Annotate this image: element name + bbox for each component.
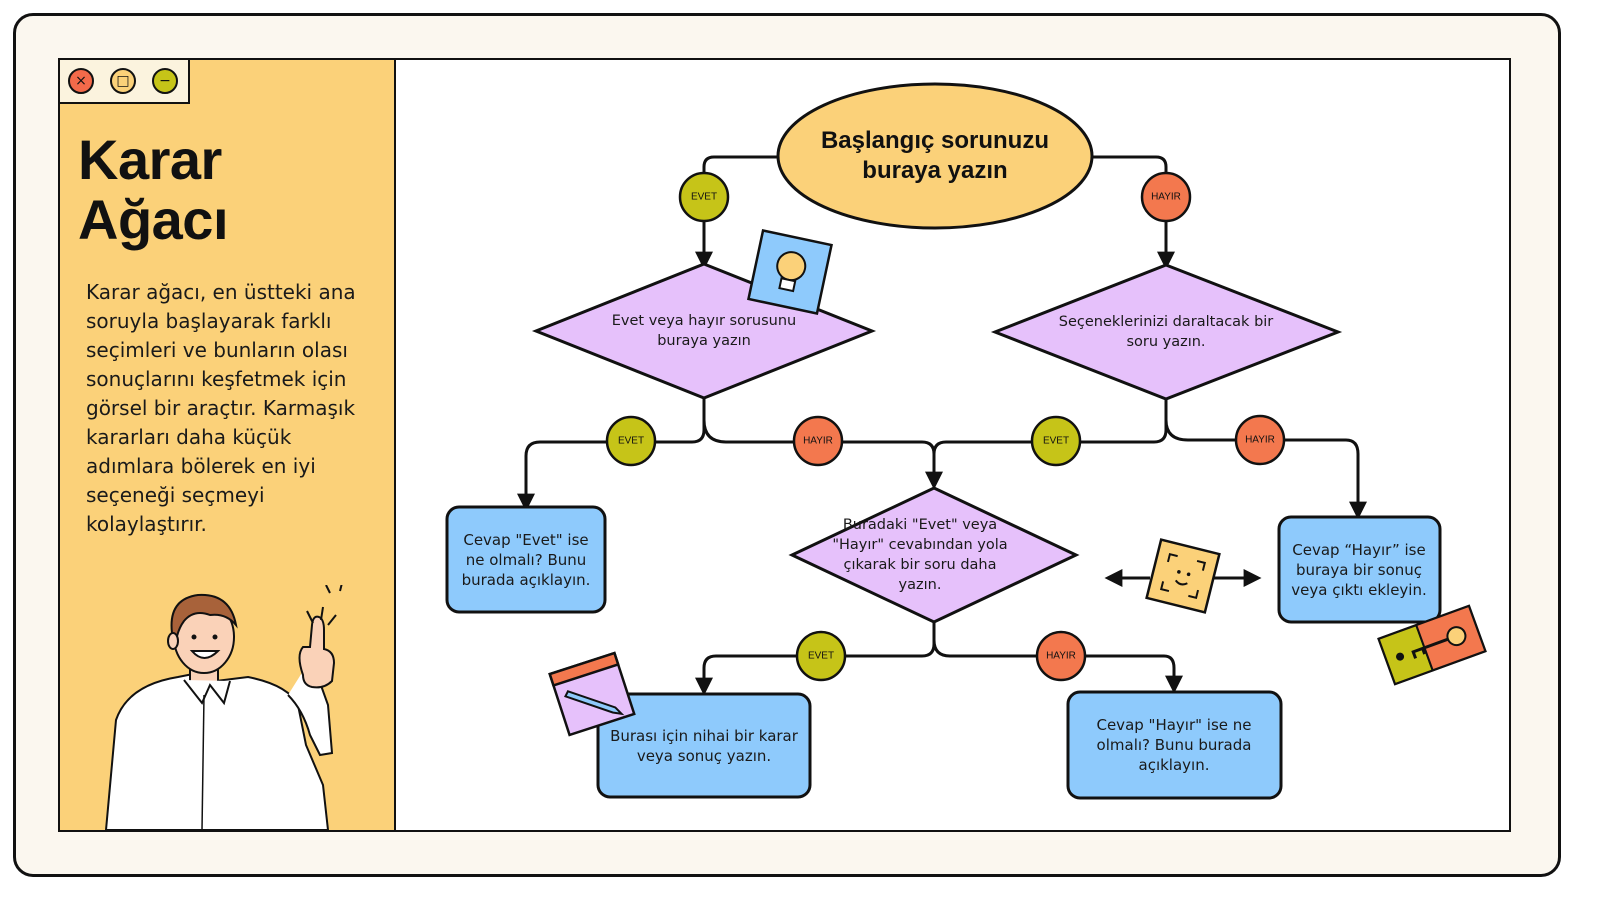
face-scan-icon bbox=[1145, 538, 1221, 614]
connector-start-right bbox=[1092, 155, 1175, 270]
sidebar: × □ − Karar Ağacı Karar ağacı, en üsttek… bbox=[60, 60, 396, 830]
result-bottom-left[interactable] bbox=[596, 692, 812, 799]
window-controls: × □ − bbox=[60, 60, 190, 104]
key-icon bbox=[1377, 604, 1487, 686]
maximize-icon[interactable]: □ bbox=[110, 68, 136, 94]
question-center[interactable] bbox=[788, 486, 1080, 624]
question-center-label: Buradaki "Evet" veya "Hayır" cevabından … bbox=[832, 517, 1008, 593]
badge-no bbox=[1035, 630, 1087, 682]
result-right-label: Cevap “Hayır” ise buraya bir sonuç veya … bbox=[1291, 541, 1427, 599]
result-left[interactable] bbox=[445, 505, 607, 614]
start-node[interactable] bbox=[776, 82, 1094, 230]
connector-start-left bbox=[695, 155, 780, 270]
question-right[interactable] bbox=[990, 263, 1343, 401]
result-bottom-right-label: Cevap "Hayır" ise ne olmalı? Bunu burada… bbox=[1096, 716, 1252, 774]
badge-no bbox=[792, 415, 844, 467]
badge-yes bbox=[795, 630, 847, 682]
title-line-1: Karar bbox=[78, 128, 222, 191]
yes-label: EVET bbox=[1042, 435, 1070, 447]
title-line-2: Ağacı bbox=[78, 188, 229, 251]
badge-yes bbox=[678, 171, 730, 223]
badge-no bbox=[1234, 414, 1286, 466]
connectors bbox=[517, 155, 1367, 696]
badge-yes bbox=[1030, 415, 1082, 467]
page-title: Karar Ağacı bbox=[78, 130, 378, 250]
result-right[interactable] bbox=[1277, 515, 1442, 624]
result-bottom-left-label: Burası için nihai bir karar veya sonuç y… bbox=[610, 727, 798, 765]
result-bottom-right[interactable] bbox=[1066, 690, 1283, 800]
no-label: HAYIR bbox=[1245, 434, 1275, 446]
person-illustration bbox=[104, 585, 343, 830]
no-label: HAYIR bbox=[803, 435, 833, 447]
yes-label: EVET bbox=[690, 191, 718, 203]
pencil-icon bbox=[548, 651, 636, 737]
minimize-icon[interactable]: − bbox=[152, 68, 178, 94]
description: Karar ağacı, en üstteki ana soruyla başl… bbox=[86, 280, 356, 536]
connector-center-no bbox=[932, 639, 1183, 694]
start-label: Başlangıç sorunuzu buraya yazın bbox=[820, 127, 1050, 184]
no-label: HAYIR bbox=[1151, 191, 1181, 203]
badge-no bbox=[1140, 171, 1192, 223]
question-left-label: Evet veya hayır sorusunu buraya yazın bbox=[611, 313, 797, 349]
badge-yes bbox=[605, 415, 657, 467]
connector-right-yes bbox=[932, 400, 1168, 455]
result-left-label: Cevap "Evet" ise ne olmalı? Bunu burada … bbox=[461, 531, 591, 589]
question-right-label: Seçeneklerinizi daraltacak bir soru yazı… bbox=[1058, 314, 1274, 350]
connector-right-no bbox=[1164, 419, 1367, 520]
yes-label: EVET bbox=[617, 435, 645, 447]
close-icon[interactable]: × bbox=[68, 68, 94, 94]
lightbulb-icon bbox=[747, 229, 833, 315]
no-label: HAYIR bbox=[1046, 650, 1076, 662]
yes-label: EVET bbox=[807, 650, 835, 662]
